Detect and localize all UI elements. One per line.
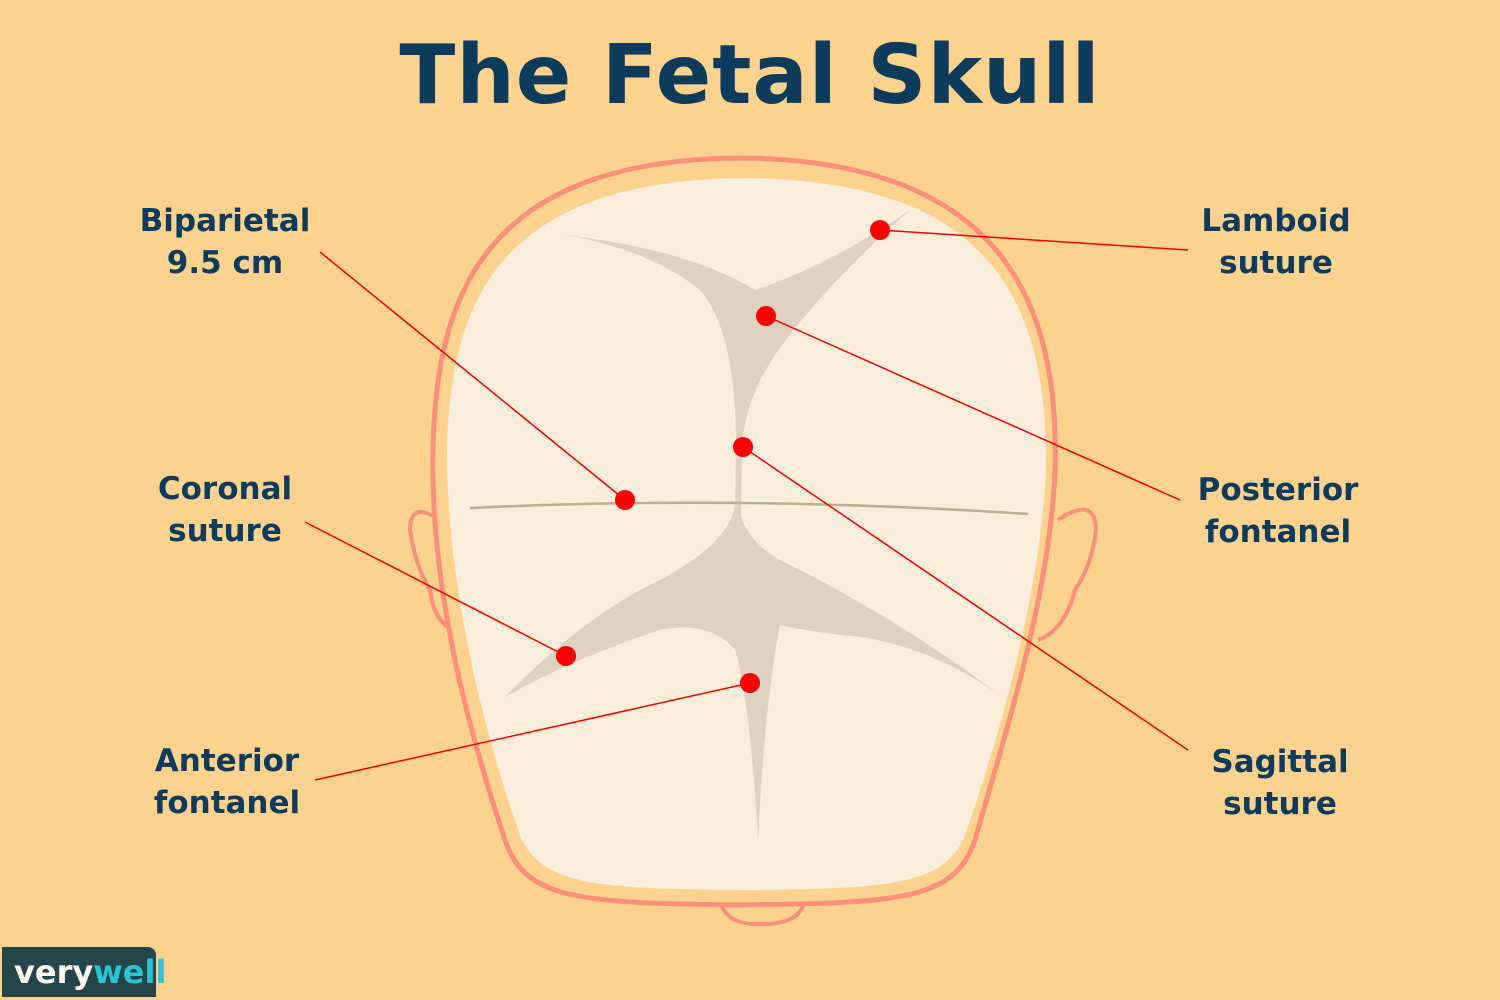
lamboid-marker [870, 220, 890, 240]
logo-text-very: very [14, 953, 94, 991]
coronal-suture-area [505, 505, 1000, 840]
label-line: fontanel [1204, 514, 1352, 550]
label-line: suture [1223, 786, 1337, 822]
left-ear [407, 510, 466, 634]
page-title: The Fetal Skull [399, 28, 1101, 123]
label-line: 9.5 cm [166, 245, 284, 281]
coronal-leader [304, 521, 567, 657]
biparietal-leader [319, 251, 626, 501]
label-posterior-fontanel: Posterior fontanel [1148, 469, 1408, 553]
label-biparietal: Biparietal 9.5 cm [95, 200, 355, 284]
lamboid-leader [879, 229, 1189, 251]
logo-text-well: well [93, 953, 167, 991]
coronal-marker [556, 646, 576, 666]
sagittal-marker [733, 437, 753, 457]
anterior-leader [314, 682, 751, 781]
label-line: Anterior [154, 743, 300, 779]
label-line: Posterior [1197, 472, 1359, 508]
label-line: Coronal [157, 471, 293, 507]
label-line: suture [168, 513, 282, 549]
label-lamboid-suture: Lamboid suture [1146, 200, 1406, 284]
right-ear [1037, 507, 1099, 642]
verywell-logo: verywell [2, 947, 166, 997]
posterior-marker [756, 306, 776, 326]
label-coronal-suture: Coronal suture [95, 468, 355, 552]
label-line: Biparietal [139, 203, 311, 239]
sagittal-leader [742, 446, 1189, 751]
posterior-leader [765, 315, 1181, 501]
biparietal-marker [615, 490, 635, 510]
lambdoid-suture [565, 210, 910, 515]
label-line: fontanel [153, 785, 301, 821]
label-line: suture [1219, 245, 1333, 281]
label-sagittal-suture: Sagittal suture [1150, 741, 1410, 825]
anterior-marker [740, 673, 760, 693]
label-line: Sagittal [1211, 744, 1349, 780]
label-anterior-fontanel: Anterior fontanel [97, 740, 357, 824]
label-line: Lamboid [1201, 203, 1351, 239]
biparietal-line [469, 501, 1029, 516]
